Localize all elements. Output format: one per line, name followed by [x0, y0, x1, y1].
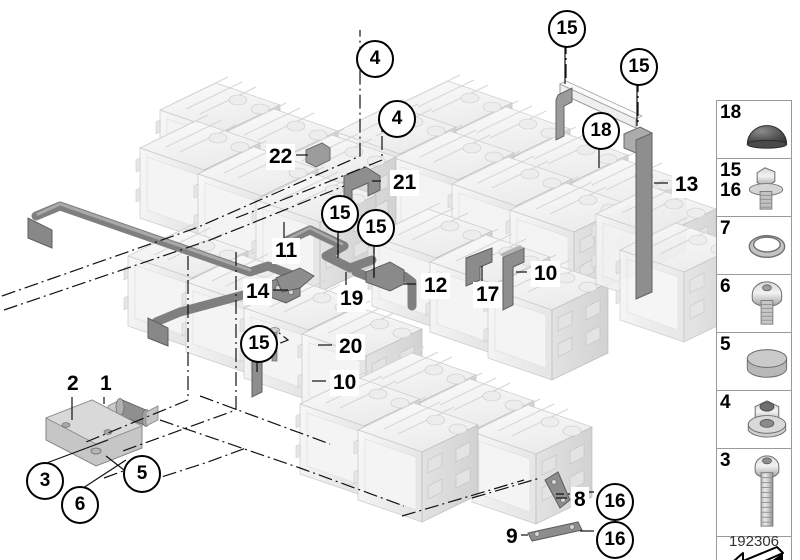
parts-legend-panel: 18 15 16 7	[716, 100, 792, 560]
legend-row-4: 4	[717, 391, 791, 449]
part-9-strap	[527, 521, 583, 542]
callout-15-top-left: 15	[548, 10, 586, 48]
label-8: 8	[571, 487, 589, 513]
axis-bracket-3	[139, 447, 247, 485]
direction-arrow-icon	[733, 546, 784, 560]
callout-6: 6	[61, 486, 99, 524]
leader-3	[43, 439, 109, 465]
legend-label-5: 5	[720, 334, 731, 355]
label-13: 13	[672, 172, 702, 198]
callout-3: 3	[26, 462, 64, 500]
axis-upper-left	[1, 30, 361, 297]
legend-label-3: 3	[720, 450, 731, 471]
dome-cap-icon	[746, 125, 788, 149]
legend-label-4: 4	[720, 392, 731, 413]
part-18-foot	[555, 87, 573, 141]
axis-8	[471, 477, 541, 499]
label-2: 2	[64, 371, 82, 397]
o-ring-icon	[748, 234, 786, 258]
callout-4-upper: 4	[356, 40, 394, 78]
legend-row-7: 7	[717, 217, 791, 275]
label-10-right: 10	[531, 261, 561, 287]
axis-vertical-left2	[119, 252, 237, 453]
callout-15-lower: 15	[240, 325, 278, 363]
part-17-clamp	[465, 247, 493, 287]
callout-15-mid-a: 15	[321, 195, 359, 233]
part-13-rail	[623, 126, 654, 300]
axis-vertical-left	[85, 256, 189, 443]
part-2-mounting-plate	[44, 399, 144, 467]
hex-bolt-washer-icon	[748, 167, 784, 210]
part-18-strut	[559, 80, 643, 129]
label-11: 11	[272, 238, 301, 264]
callout-15-mid-b: 15	[357, 209, 395, 247]
label-9: 9	[503, 524, 521, 550]
part-19-pipe	[283, 225, 377, 273]
legend-row-18: 18	[717, 101, 791, 159]
axis-secondary	[3, 185, 345, 311]
legend-label-18: 18	[720, 102, 742, 123]
callout-18: 18	[582, 112, 620, 150]
part-1-roller	[107, 398, 159, 427]
leader-5	[105, 455, 125, 471]
label-17: 17	[473, 282, 503, 308]
axis-bottom-long	[159, 419, 405, 507]
callout-4-lower: 4	[378, 100, 416, 138]
legend-row-3: 3	[717, 449, 791, 537]
part-11-coolant-pipe	[31, 201, 305, 283]
label-12: 12	[421, 273, 451, 299]
callout-5: 5	[123, 455, 161, 493]
axis-bottom-long2	[199, 395, 331, 445]
diagram-part-number: 192306	[728, 533, 780, 550]
axis-4b	[235, 112, 383, 219]
legend-label-6: 6	[720, 276, 731, 297]
label-14: 14	[243, 279, 273, 305]
part-22-clip	[305, 142, 331, 168]
long-torx-screw-icon	[754, 455, 780, 527]
legend-row-direction	[717, 537, 791, 560]
label-20: 20	[336, 334, 366, 360]
callout-16-lower: 16	[596, 521, 634, 559]
callout-15-top-right: 15	[620, 48, 658, 86]
legend-row-6: 6	[717, 275, 791, 333]
label-19: 19	[337, 286, 367, 312]
part-8-strap	[544, 471, 571, 509]
legend-row-5: 5	[717, 333, 791, 391]
label-22: 22	[266, 144, 296, 170]
flange-nut-icon	[747, 400, 787, 438]
label-21: 21	[390, 170, 420, 196]
part-10-bracket-right	[500, 245, 525, 311]
legend-label-15-16: 15 16	[720, 160, 742, 201]
callout-16-upper: 16	[596, 483, 634, 521]
axis-8b	[401, 479, 525, 517]
leader-6	[79, 459, 127, 491]
round-plug-icon	[746, 349, 788, 378]
legend-label-7: 7	[720, 218, 731, 239]
label-10-left: 10	[330, 370, 360, 396]
legend-row-15-16: 15 16	[717, 159, 791, 217]
label-1: 1	[97, 371, 115, 397]
pan-head-screw-icon	[751, 281, 783, 325]
